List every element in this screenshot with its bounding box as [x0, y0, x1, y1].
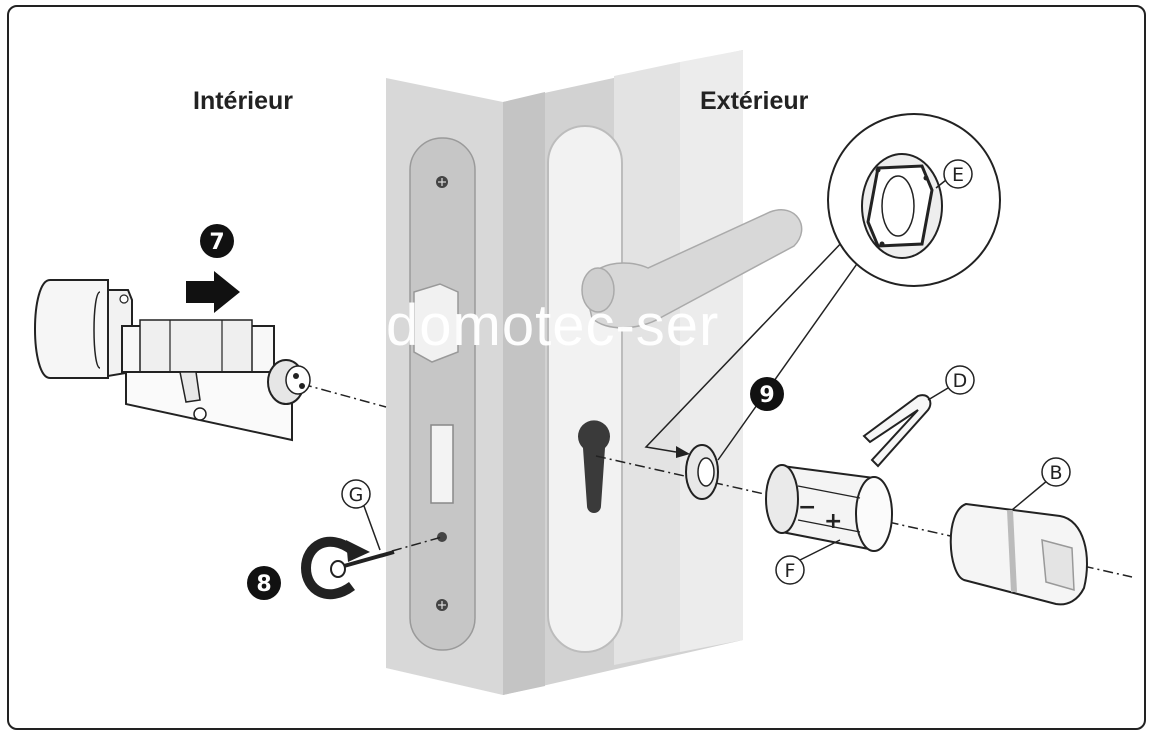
callout-g: G	[341, 479, 381, 551]
battery-minus: −	[798, 495, 816, 520]
battery-module-f: − +	[765, 464, 893, 552]
door-handle	[584, 209, 803, 329]
direction-arrow-icon	[186, 271, 240, 313]
svg-text:B: B	[1049, 462, 1062, 484]
handle-plate	[547, 125, 803, 653]
deadbolt-slot	[430, 424, 454, 504]
svg-text:G: G	[349, 484, 364, 506]
svg-text:7: 7	[209, 230, 224, 255]
callout-d: D	[927, 365, 975, 401]
step-9-badge: 9	[750, 377, 784, 411]
faceplate-screw-hole	[437, 532, 447, 542]
latch-bolt	[413, 283, 459, 363]
door-face-light	[614, 62, 680, 665]
svg-text:9: 9	[759, 383, 774, 408]
cap-b	[949, 502, 1088, 606]
screw-g	[300, 536, 395, 600]
callout-f: F	[775, 539, 841, 585]
step-7-badge: 7	[200, 224, 234, 258]
lock-faceplate	[409, 137, 476, 651]
watermark-text: domotec-ser	[386, 293, 720, 358]
door-face-band	[680, 50, 743, 652]
exterior-label: Extérieur	[700, 87, 809, 115]
step-8-badge: 8	[247, 566, 281, 600]
cylinder-keyhole	[578, 420, 610, 513]
motorized-cylinder	[34, 279, 311, 442]
detail-e	[827, 113, 1001, 287]
svg-text:F: F	[785, 560, 796, 582]
washer	[685, 444, 719, 500]
callout-e: E	[935, 159, 973, 189]
battery-plus: +	[824, 509, 842, 534]
detail-leader	[644, 237, 865, 461]
svg-text:8: 8	[256, 572, 271, 597]
callout-b: B	[1011, 457, 1071, 511]
interior-label: Intérieur	[193, 87, 294, 115]
door-face-shadow	[503, 92, 545, 695]
svg-text:D: D	[953, 370, 968, 392]
clip-d	[862, 394, 932, 468]
svg-text:E: E	[952, 164, 964, 186]
